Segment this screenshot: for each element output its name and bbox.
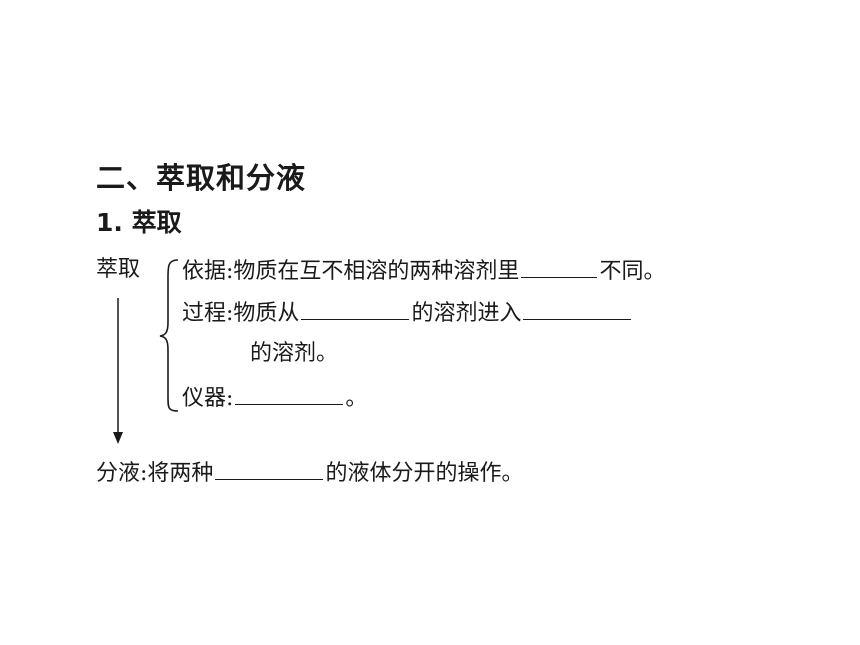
- instrument-text-after: 。: [345, 386, 368, 411]
- separation-text-after: 的液体分开的操作。: [325, 461, 524, 486]
- instrument-line: 仪器: 。: [182, 382, 367, 414]
- subsection-heading: 1. 萃取: [96, 208, 182, 237]
- process-blank-source[interactable]: [301, 297, 410, 320]
- down-arrow-icon: [113, 298, 123, 444]
- instrument-blank[interactable]: [235, 382, 344, 405]
- separation-text-before: 将两种: [147, 461, 214, 486]
- process-line: 过程:物质从 的溶剂进入: [182, 297, 633, 329]
- process-text-part2: 的溶剂进入: [411, 301, 522, 326]
- process-text-part3: 的溶剂。: [250, 341, 339, 366]
- process-label: 过程:: [182, 301, 234, 326]
- basis-text-before: 物质在互不相溶的两种溶剂里: [233, 259, 520, 284]
- basis-label: 依据:: [182, 259, 234, 284]
- separation-line: 分液:将两种 的液体分开的操作。: [96, 457, 523, 489]
- basis-blank[interactable]: [521, 255, 598, 278]
- section-heading: 二、萃取和分液: [96, 161, 307, 195]
- basis-text-after: 不同。: [599, 259, 666, 284]
- left-brace-icon: [159, 259, 179, 412]
- process-text-part1: 物质从: [233, 301, 300, 326]
- process-blank-target[interactable]: [523, 297, 632, 320]
- extraction-label: 萃取: [96, 257, 141, 282]
- separation-label: 分液:: [96, 461, 148, 486]
- instrument-label: 仪器:: [182, 386, 234, 411]
- basis-line: 依据:物质在互不相溶的两种溶剂里 不同。: [182, 255, 665, 287]
- separation-blank[interactable]: [215, 457, 324, 480]
